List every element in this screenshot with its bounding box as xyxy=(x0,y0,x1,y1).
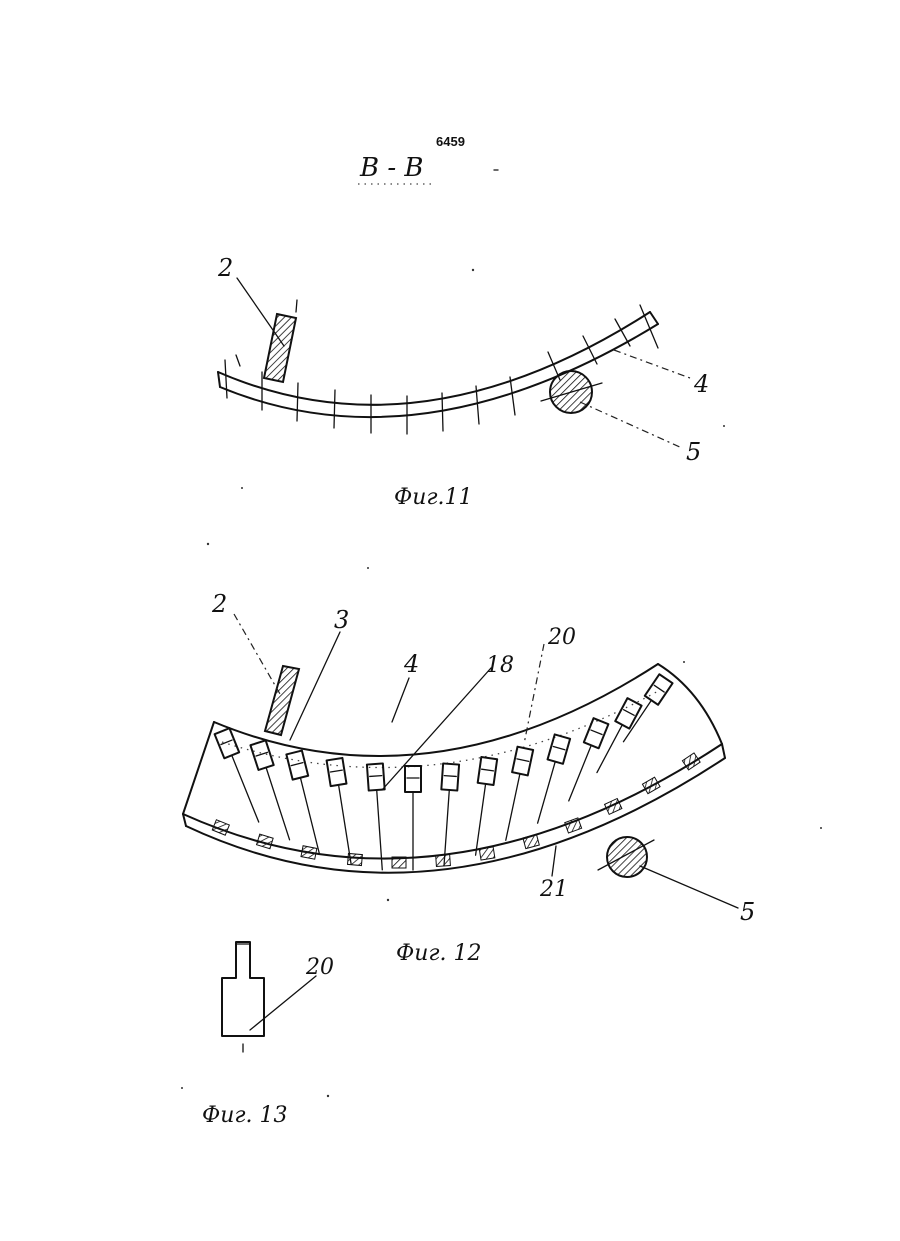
leader-3 xyxy=(290,632,340,740)
block xyxy=(590,698,642,776)
callout-2: 2 xyxy=(217,254,233,282)
leader-4 xyxy=(614,350,690,378)
block xyxy=(436,763,459,866)
callout-3: 3 xyxy=(334,606,349,634)
strip-end-right xyxy=(650,312,658,324)
block xyxy=(498,747,533,842)
callout-5: 5 xyxy=(740,898,755,926)
roller xyxy=(607,837,647,877)
leader-2 xyxy=(237,278,284,346)
callout-4: 4 xyxy=(403,650,419,678)
block xyxy=(468,757,497,856)
leader-4 xyxy=(392,678,409,722)
block xyxy=(561,718,608,804)
figure-caption: Фиг. 12 xyxy=(396,941,482,966)
figure-12: 2 3 4 18 20 21 5 Фиг. 12 xyxy=(183,590,755,966)
figure-caption: Фиг. 13 xyxy=(202,1103,288,1128)
strip-end-left xyxy=(218,372,220,387)
callout-2: 2 xyxy=(211,590,227,618)
callout-18: 18 xyxy=(486,653,514,678)
leader-5 xyxy=(640,866,738,908)
section-label: B - B xyxy=(359,153,424,183)
block xyxy=(327,758,359,865)
figure-caption: Фиг.11 xyxy=(394,485,473,510)
bar-top-tick xyxy=(296,300,297,312)
page-number: 6459 xyxy=(436,134,465,149)
callout-5: 5 xyxy=(686,438,701,466)
block xyxy=(250,740,297,842)
leader-20 xyxy=(524,644,544,744)
callout-4: 4 xyxy=(693,370,709,398)
callout-21: 21 xyxy=(539,877,568,902)
segment-right-foot xyxy=(722,744,725,758)
block xyxy=(405,766,421,870)
figure-11: 2 4 5 Фиг.11 xyxy=(217,254,709,510)
block xyxy=(530,734,570,825)
callout-20: 20 xyxy=(547,625,576,650)
figure-13: 20 Фиг. 13 xyxy=(202,942,334,1128)
block xyxy=(286,751,327,856)
segment-left-edge xyxy=(183,722,214,814)
page-header: 6459 B - B xyxy=(358,134,498,184)
leader-21 xyxy=(552,846,556,876)
callout-20: 20 xyxy=(305,955,334,980)
leader-20 xyxy=(250,976,316,1030)
leader-18 xyxy=(382,668,491,790)
leader-5 xyxy=(580,402,682,448)
leader-2 xyxy=(234,614,280,694)
block xyxy=(367,763,390,870)
segment-right-edge xyxy=(658,664,722,744)
block-detail-outline xyxy=(222,942,264,1036)
bar-bottom-tick xyxy=(236,355,240,366)
